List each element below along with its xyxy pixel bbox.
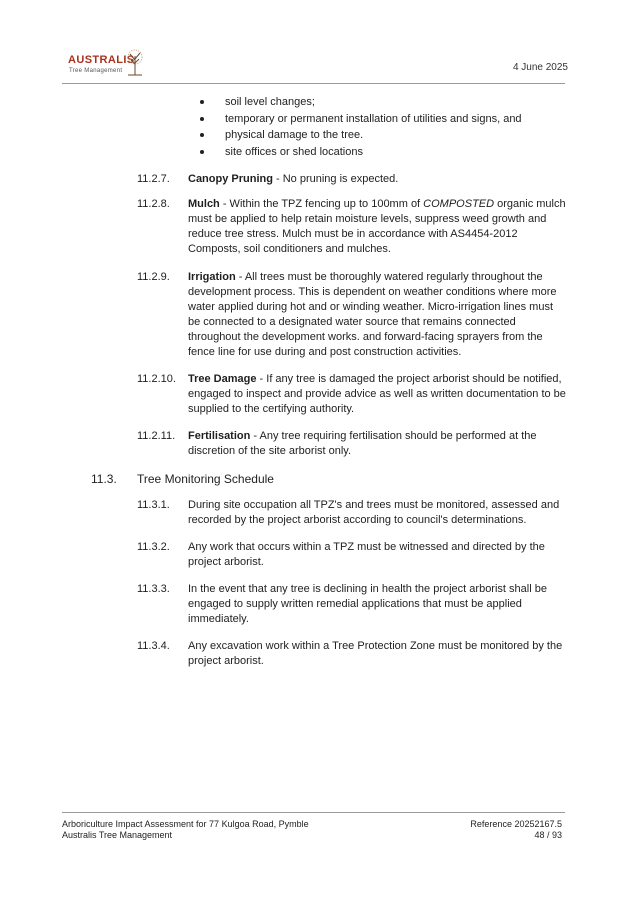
footer-reference: Reference 20252167.5 <box>470 819 562 829</box>
clause-body: Fertilisation - Any tree requiring ferti… <box>188 430 537 457</box>
clause-body: Tree Damage - If any tree is damaged the… <box>188 373 566 415</box>
clause-title: Fertilisation <box>188 430 251 442</box>
list-item: physical damage to the tree. <box>200 128 565 145</box>
clause-number: 11.3.3. <box>137 583 170 595</box>
clause-number: 11.2.11. <box>137 430 176 442</box>
bullet-icon <box>200 149 204 154</box>
clause-title: Tree Damage <box>188 373 257 385</box>
bullet-icon <box>200 133 204 137</box>
footer-left: Arboriculture Impact Assessment for 77 K… <box>62 819 309 841</box>
list-item: temporary or permanent installation of u… <box>200 112 565 129</box>
tree-icon <box>127 49 143 76</box>
clause-number: 11.2.7. <box>137 173 170 185</box>
clause-number: 11.3.4. <box>137 640 170 652</box>
clause-body: Any work that occurs within a TPZ must b… <box>188 541 545 568</box>
footer-right: Reference 20252167.5 48 / 93 <box>470 819 562 841</box>
clause-number: 11.2.9. <box>137 271 170 283</box>
list-item: soil level changes; <box>200 95 565 112</box>
bullet-icon <box>200 100 204 104</box>
clause-body: Mulch - Within the TPZ fencing up to 100… <box>188 198 566 255</box>
clause-number: 11.3.2. <box>137 541 170 553</box>
company-logo: AUSTRALIS Tree Management <box>68 49 168 78</box>
clause-number: 11.2.8. <box>137 198 170 210</box>
emphasis-text: COMPOSTED <box>423 198 495 210</box>
bullet-icon <box>200 116 204 121</box>
clause-title: Irrigation <box>188 271 236 283</box>
clause-title: Mulch <box>188 198 220 210</box>
clause-body: In the event that any tree is declining … <box>188 583 547 625</box>
list-item: site offices or shed locations <box>200 145 565 162</box>
clause-body: Any excavation work within a Tree Protec… <box>188 640 563 667</box>
page-header: AUSTRALIS Tree Management 4 June 2025 <box>68 49 568 80</box>
section-title: Tree Monitoring Schedule <box>137 472 274 486</box>
logo-subtitle: Tree Management <box>69 68 123 74</box>
footer-page-number: 48 / 93 <box>534 830 562 840</box>
footer-divider <box>62 812 565 813</box>
clause-number: 11.3.1. <box>137 499 170 511</box>
clause-body: Irrigation - All trees must be thoroughl… <box>188 271 557 358</box>
header-divider <box>62 83 565 84</box>
clause-body: During site occupation all TPZ's and tre… <box>188 499 560 526</box>
logo-wordmark: AUSTRALIS <box>68 54 135 66</box>
section-number: 11.3. <box>91 472 117 486</box>
footer-company: Australis Tree Management <box>62 830 173 840</box>
document-date: 4 June 2025 <box>512 62 568 73</box>
clause-title: Canopy Pruning <box>188 173 273 185</box>
clause-body: Canopy Pruning - No pruning is expected. <box>188 173 399 185</box>
footer-document-title: Arboriculture Impact Assessment for 77 K… <box>62 819 309 829</box>
bullet-list: soil level changes; temporary or permane… <box>200 95 565 162</box>
clause-number: 11.2.10. <box>137 373 176 385</box>
